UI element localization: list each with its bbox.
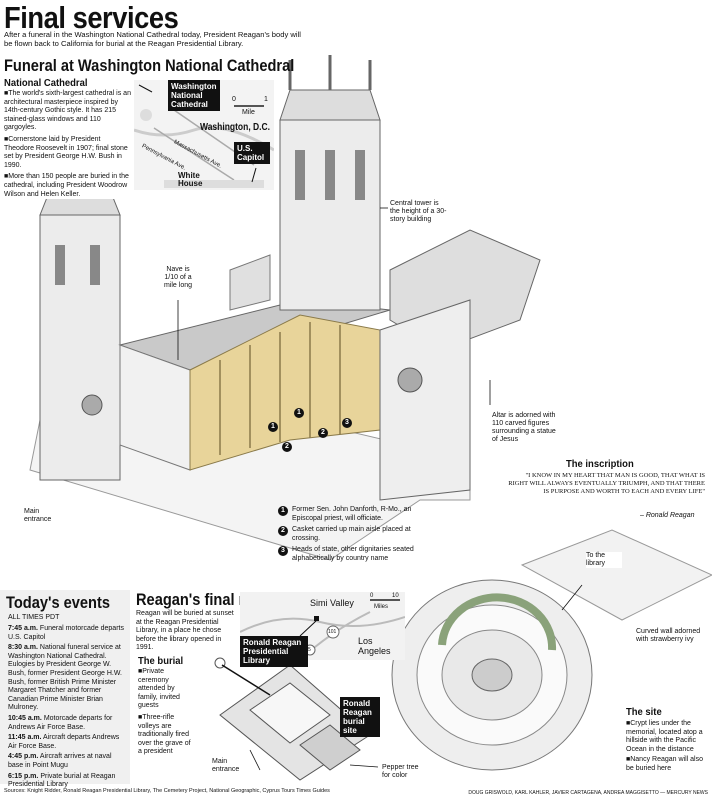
artist-credit: DOUG GRISWOLD, KARL KAHLER, JAVIER CARTA… [468, 790, 708, 796]
site-heading: The site [626, 706, 662, 718]
funeral-heading: Funeral at Washington National Cathedral [4, 56, 295, 75]
fact: The world's sixth-largest cathedral is a… [4, 90, 132, 133]
event-item: 11:45 a.m. Aircraft departs Andrews Air … [8, 734, 120, 750]
events-list: 7:45 a.m. Funeral motorcade departs U.S.… [8, 625, 126, 790]
central-tower-callout: Central tower is the height of a 30-stor… [390, 200, 450, 224]
burial-site-label: Ronald Reagan burial site [340, 697, 380, 737]
library-site-plan [214, 657, 379, 781]
pepper-tree-label: Pepper tree for color [382, 764, 422, 780]
nave-callout: Nave is 1/10 of a mile long [160, 266, 196, 290]
cathedral-map-label: Washington National Cathedral [168, 80, 220, 111]
marker-2: 2 [318, 428, 332, 446]
marker-1b: 1 [268, 422, 282, 440]
site-fact: Crypt lies under the memorial, located a… [626, 720, 710, 754]
marker-2b: 2 [282, 442, 296, 460]
la-scale-unit: Miles [374, 604, 389, 610]
scale-start: 0 [232, 96, 236, 103]
simi-valley-map: Simi Valley 0 10 Miles 101 5 Los Angeles… [240, 592, 405, 667]
intro-text: After a funeral in the Washington Nation… [4, 30, 301, 48]
to-library-label: To the library [586, 552, 622, 568]
events-note: ALL TIMES PDT [8, 614, 60, 621]
inscription-heading: The inscription [566, 458, 634, 470]
scale-unit: Mile [242, 109, 255, 116]
burial-facts: Private ceremony attended by family, inv… [138, 668, 196, 757]
resting-text: Reagan will be buried at sunset at the R… [136, 610, 234, 652]
event-item: 4:45 p.m. Aircraft arrives at naval base… [8, 753, 112, 769]
events-panel: Today's events ALL TIMES PDT 7:45 a.m. F… [0, 590, 130, 788]
event-item: 7:45 a.m. Funeral motorcade departs U.S.… [8, 625, 124, 641]
event-item: 8:30 a.m. National funeral service at Wa… [8, 644, 122, 712]
route-5: 5 [308, 647, 311, 653]
burial-heading: The burial [138, 655, 184, 667]
fact: Cornerstone laid by President Theodore R… [4, 136, 132, 170]
burial-fact: Private ceremony attended by family, inv… [138, 668, 196, 711]
event-item: 10:45 a.m. Motorcade departs for Andrews… [8, 714, 113, 731]
route-101: 101 [328, 629, 337, 635]
scale-end: 1 [264, 96, 268, 103]
burial-fact: Three-rifle volleys are traditionally fi… [138, 714, 196, 757]
inscription-attribution: – Ronald Reagan [640, 512, 695, 519]
capitol-label: U.S. Capitol [234, 142, 270, 164]
page-title: Final services [4, 0, 179, 35]
site-main-entrance-label: Main entrance [212, 758, 252, 774]
site-fact: Nancy Reagan will also be buried here [626, 756, 710, 773]
library-map-label: Ronald Reagan Presidential Library [240, 636, 308, 667]
events-heading: Today's events [6, 593, 110, 612]
event-item: 6:15 p.m. Private burial at Reagan Presi… [8, 772, 116, 789]
los-angeles-label: Los Angeles [358, 636, 391, 656]
marker-1: 1 [294, 408, 308, 426]
city-label: Washington, D.C. [200, 122, 271, 133]
fact: More than 150 people are buried in the c… [4, 173, 132, 199]
la-scale-start: 0 [370, 593, 374, 599]
simi-valley-label: Simi Valley [310, 598, 354, 608]
la-scale-end: 10 [392, 593, 399, 599]
site-facts: Crypt lies under the memorial, located a… [626, 720, 710, 774]
sources-credit: Sources: Knight Ridder, Ronald Reagan Pr… [4, 788, 330, 794]
dc-locator-map: Washington National Cathedral 0 1 Mile W… [134, 80, 274, 190]
altar-callout: Altar is adorned with 110 carved figures… [492, 412, 562, 444]
cathedral-facts: The world's sixth-largest cathedral is a… [4, 90, 132, 200]
memorial-illustration [391, 529, 712, 771]
marker-3: 3 [342, 418, 356, 436]
cathedral-subheading: National Cathedral [4, 77, 88, 89]
inscription-quote: "I KNOW IN MY HEART THAT MAN IS GOOD, TH… [508, 472, 705, 495]
main-entrance-callout: Main entrance [24, 508, 52, 523]
white-house-label: White House [178, 171, 203, 188]
curved-wall-callout: Curved wall adorned with strawberry ivy [636, 628, 706, 644]
cathedral-illustration [29, 55, 541, 561]
